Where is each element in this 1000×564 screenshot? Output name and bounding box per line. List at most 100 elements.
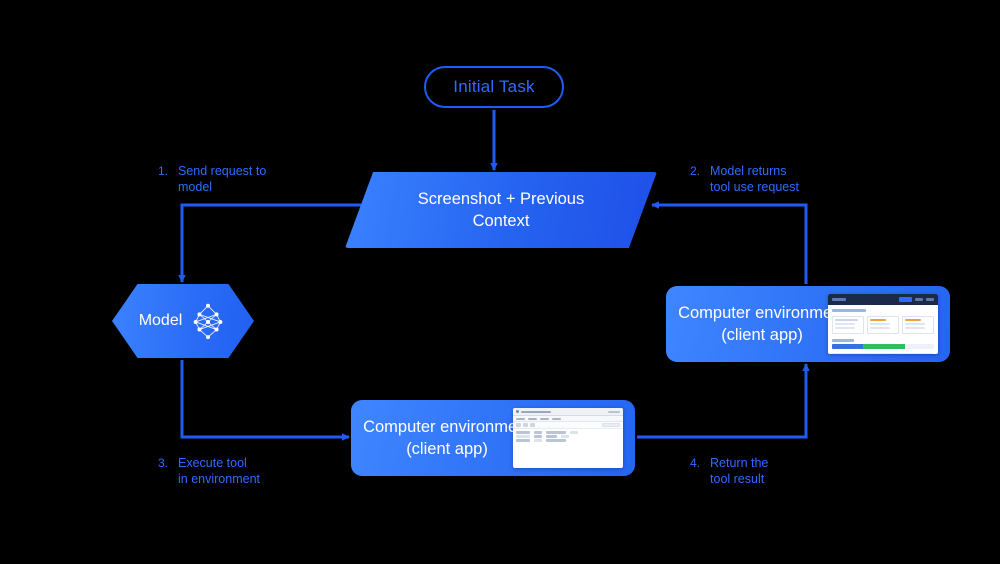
thumb-window-titlebar [513, 408, 623, 416]
step-label-1: 1. Send request to model [158, 163, 266, 196]
thumb-menu-item [540, 417, 549, 420]
step-2-line1: Model returns [710, 164, 787, 178]
context-node-label-group: Screenshot + Previous Context [345, 172, 657, 248]
initial-task-pill: Initial Task [424, 66, 564, 108]
thumb-progress-caption [832, 339, 854, 342]
env-bottom-line2: (client app) [406, 440, 488, 458]
model-node-shape [112, 284, 254, 358]
step-4-line1: Return the [710, 456, 769, 470]
thumb-window-title [521, 410, 551, 413]
context-node-shape [345, 172, 657, 248]
thumb-grid-cell [534, 439, 542, 442]
wire-env-right-to-context [651, 201, 808, 284]
model-node-content: Model [112, 284, 254, 358]
thumb-toolbar-icon [523, 423, 528, 427]
thumb-toolbar-field [602, 423, 620, 427]
step-1-line1: Send request to [178, 164, 267, 178]
thumb-grid-cell [546, 435, 557, 438]
thumb-text-line [870, 319, 886, 321]
thumb-card [832, 316, 864, 334]
thumb-progress-segment-green [862, 343, 906, 349]
wire-env-bottom-to-env-right [637, 363, 810, 439]
step-4-line2: tool result [710, 472, 765, 487]
context-node-line1: Screenshot + Previous [417, 189, 585, 208]
thumb-primary-button [899, 297, 912, 302]
step-4-text: Return the tool result [710, 455, 768, 488]
thumb-toolbar [513, 422, 623, 429]
thumb-toolbar-icon [516, 423, 521, 427]
env-bottom-node: Computer environment (client app) [351, 400, 635, 476]
thumb-data-grid [513, 429, 623, 445]
step-2-text: Model returns tool use request [710, 163, 799, 196]
thumb-progress-section [832, 339, 934, 349]
step-2-line2: tool use request [710, 180, 799, 195]
thumb-app-icon [516, 410, 519, 413]
initial-task-label: Initial Task [453, 77, 535, 96]
step-label-2: 2. Model returns tool use request [690, 163, 799, 196]
thumb-card-row [832, 316, 934, 334]
env-right-label-group: Computer environment (client app) [666, 302, 950, 347]
env-right-node: Computer environment (client app) [666, 286, 950, 362]
thumb-text-line [870, 327, 890, 329]
thumb-menubar [513, 416, 623, 422]
env-bottom-thumbnail [513, 408, 623, 468]
env-right-line1: Computer environment [678, 303, 846, 322]
thumb-text-line [905, 323, 925, 325]
thumb-text-line [870, 323, 890, 325]
thumb-nav-link [926, 298, 934, 301]
thumb-menu-item [516, 417, 525, 420]
thumb-nav-link [915, 298, 923, 301]
thumb-progress-bar [832, 343, 934, 349]
thumb-text-line [905, 319, 921, 321]
wire-context-to-model [178, 203, 368, 283]
context-node: Screenshot + Previous Context [345, 172, 657, 248]
model-node: Model [112, 284, 254, 358]
thumb-menu-item [552, 417, 561, 420]
step-3-line2: in environment [178, 472, 261, 487]
thumb-text-line [905, 327, 925, 329]
thumb-grid-row [516, 431, 620, 434]
thumb-body [828, 305, 938, 354]
thumb-window-controls [608, 410, 620, 413]
context-node-line2: Context [472, 212, 530, 230]
thumb-grid-row [516, 435, 620, 438]
thumb-grid-cell [570, 431, 578, 434]
model-node-label: Model [138, 312, 183, 329]
thumb-card [902, 316, 934, 334]
env-bottom-label-group: Computer environment (client app) [351, 416, 635, 461]
thumb-grid-cell [546, 431, 566, 434]
step-3-line1: Execute tool [178, 456, 247, 470]
thumb-section-title [832, 309, 866, 312]
thumb-progress-segment-blue [832, 343, 863, 349]
thumb-grid-cell [516, 431, 530, 434]
step-1-line2: model [178, 180, 213, 195]
step-1-text: Send request to model [178, 163, 266, 196]
thumb-grid-cell [516, 435, 530, 438]
thumb-card [867, 316, 899, 334]
neural-network-icon [193, 303, 223, 340]
env-right-thumbnail [828, 294, 938, 354]
thumb-menu-item [528, 417, 537, 420]
env-bottom-line1: Computer environment [363, 417, 531, 436]
wire-model-to-env-bottom [180, 360, 350, 441]
step-3-text: Execute tool in environment [178, 455, 260, 488]
step-label-3: 3. Execute tool in environment [158, 455, 260, 488]
thumb-text-line [835, 327, 855, 329]
thumb-footer-panel [832, 352, 934, 354]
step-2-number: 2. [690, 164, 701, 178]
thumb-grid-cell [546, 439, 566, 442]
thumb-grid-cell [534, 435, 542, 438]
step-label-4: 4. Return the tool result [690, 455, 768, 488]
thumb-grid-cell [561, 435, 569, 438]
thumb-header-bar [828, 294, 938, 305]
thumb-grid-row [516, 439, 620, 442]
step-1-number: 1. [158, 164, 169, 178]
thumb-grid-cell [516, 439, 530, 442]
thumb-toolbar-icon [530, 423, 535, 427]
thumb-grid-cell [534, 431, 542, 434]
step-4-number: 4. [690, 456, 701, 470]
env-right-line2: (client app) [721, 326, 803, 344]
step-3-number: 3. [158, 456, 169, 470]
